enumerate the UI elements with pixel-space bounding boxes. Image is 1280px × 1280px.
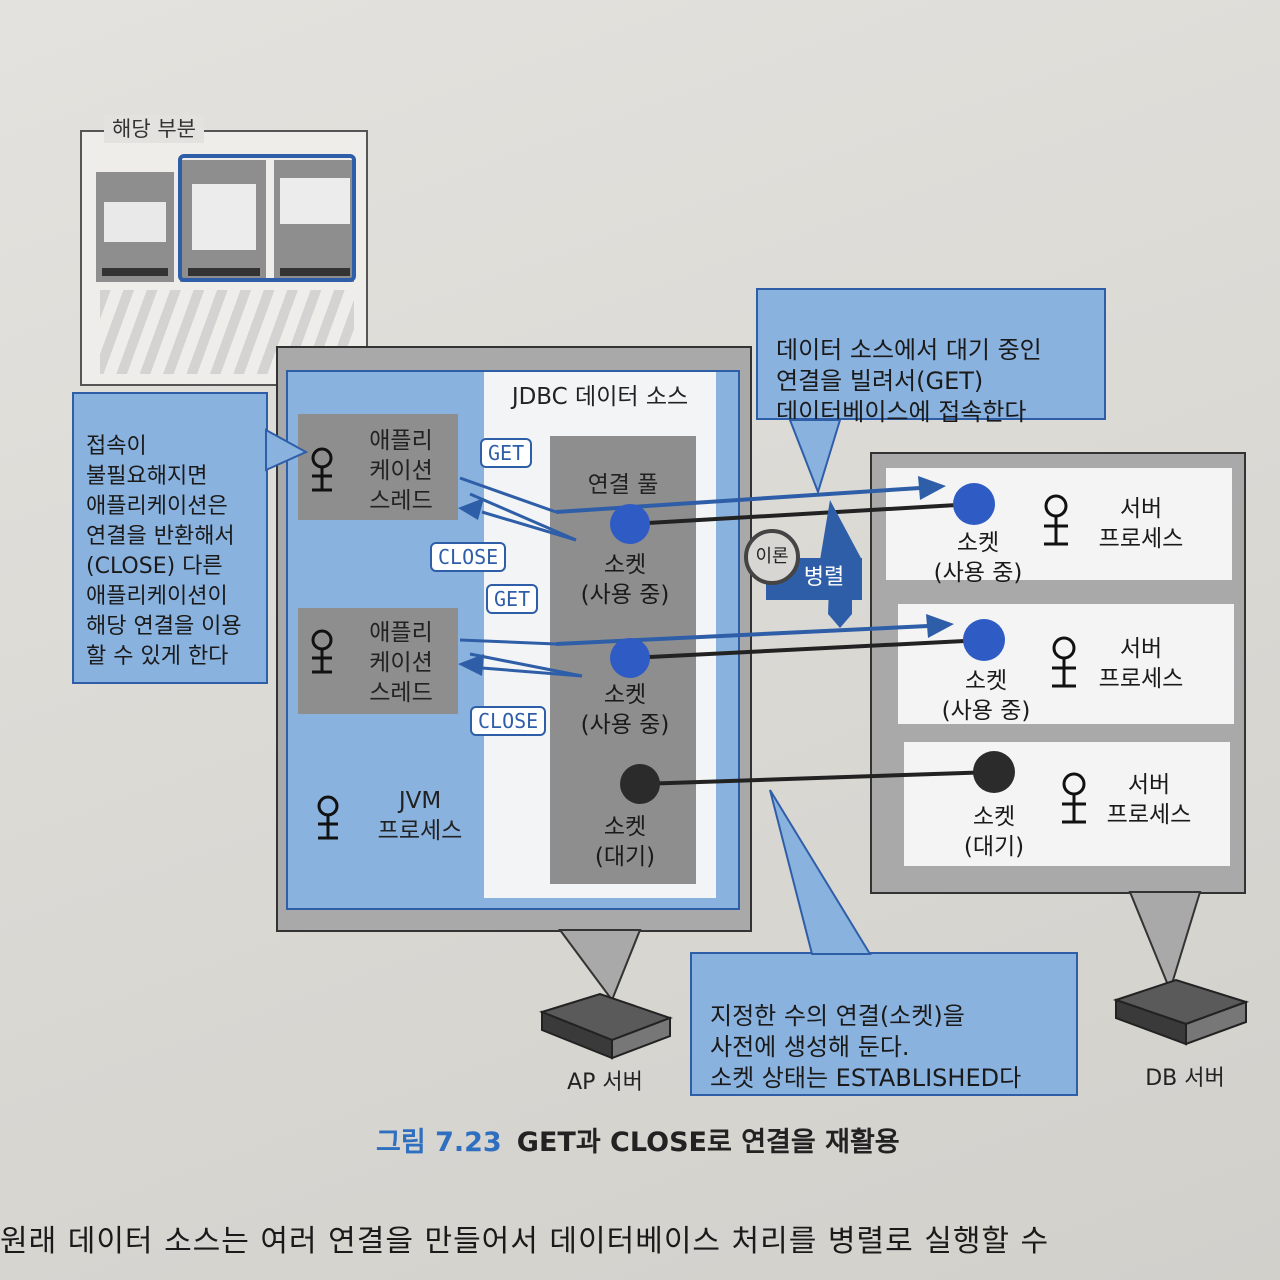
theory-badge: 이론 <box>755 546 789 567</box>
person-icon-db-3 <box>1062 772 1086 824</box>
thumbnail-inner-3 <box>280 178 350 224</box>
db-socket-2-label: 소켓 (사용 중) <box>941 668 1031 724</box>
ap-server-icon <box>539 992 673 1060</box>
db-server-label: DB 서버 <box>1145 1066 1225 1091</box>
close-tag-2: CLOSE <box>470 706 547 736</box>
socket-link-2 <box>629 638 985 660</box>
pool-socket-1 <box>610 504 650 544</box>
person-icon-jvm <box>317 795 339 840</box>
pool-socket-3-label: 소켓 (대기) <box>594 814 656 870</box>
callout-bottom-tail <box>769 789 872 955</box>
caption-text: GET과 CLOSE로 연결을 재활용 <box>516 1127 900 1158</box>
thumbnail-inner-1 <box>104 202 166 242</box>
thumbnail-inner-2 <box>192 184 256 250</box>
thread-pool-arrows-top <box>459 476 577 542</box>
pool-socket-2-label: 소켓 (사용 중) <box>580 682 670 738</box>
thumbnail-highlight <box>178 154 356 282</box>
callout-top: 데이터 소스에서 대기 중인 연결을 빌려서(GET) 데이터베이스에 접속한다 <box>756 288 1106 426</box>
callout-bottom: 지정한 수의 연결(소켓)을 사전에 생성해 둔다. 소켓 상태는 ESTABL… <box>690 952 1078 1096</box>
get-tag-2: GET <box>486 584 539 614</box>
close-tag-1: CLOSE <box>430 542 507 572</box>
pool-socket-3 <box>620 764 660 804</box>
callout-top-text: 데이터 소스에서 대기 중인 연결을 빌려서(GET) 데이터베이스에 접속한다 <box>776 336 1042 426</box>
thumbnail-frame: 해당 부분 <box>80 115 368 386</box>
ap-server-label: AP 서버 <box>567 1070 643 1095</box>
db-server-process-3: 서버 프로세스 <box>1106 772 1192 828</box>
get-arrow-head-1 <box>918 476 946 500</box>
db-server-process-2: 서버 프로세스 <box>1098 636 1184 692</box>
person-icon-db-2 <box>1052 636 1076 688</box>
thumbnail-bar-3 <box>280 268 350 276</box>
close-arrow-head-top <box>458 498 484 520</box>
ap-server-tail <box>558 929 642 1003</box>
get-arrow-head-2 <box>926 614 954 638</box>
get-tag-1: GET <box>480 438 533 468</box>
socket-link-3 <box>639 770 995 786</box>
person-icon-thread-top <box>311 447 333 492</box>
pool-socket-2 <box>610 638 650 678</box>
jdbc-title: JDBC 데이터 소스 <box>511 384 689 410</box>
thumbnail-bar-2 <box>188 268 260 276</box>
socket-link-1 <box>629 502 975 526</box>
thread-pool-arrows-bottom <box>459 638 583 678</box>
theory-badge-ring <box>744 529 800 585</box>
callout-bottom-text: 지정한 수의 연결(소켓)을 사전에 생성해 둔다. 소켓 상태는 ESTABL… <box>710 1002 1022 1092</box>
db-server-tail <box>1128 891 1202 993</box>
get-arrow-line-2 <box>555 624 929 646</box>
db-socket-3 <box>973 751 1015 793</box>
db-socket-2 <box>963 619 1005 661</box>
body-paragraph: 원래 데이터 소스는 여러 연결을 만들어서 데이터베이스 처리를 병렬로 실행… <box>0 1224 1050 1259</box>
callout-top-tail <box>788 419 842 496</box>
parallel-label: 병렬 <box>803 565 845 590</box>
db-server-process-1: 서버 프로세스 <box>1098 496 1184 552</box>
callout-left: 접속이 불필요해지면 애플리케이션은 연결을 반환해서 (CLOSE) 다른 애… <box>72 392 268 684</box>
thumbnail-label: 해당 부분 <box>104 115 204 143</box>
db-server-icon <box>1112 978 1250 1046</box>
db-socket-1-label: 소켓 (사용 중) <box>933 530 1023 586</box>
pool-title: 연결 풀 <box>587 472 659 498</box>
db-socket-1 <box>953 483 995 525</box>
person-icon-db-1 <box>1044 494 1068 546</box>
db-socket-3-label: 소켓 (대기) <box>963 804 1025 860</box>
person-icon-thread-bottom <box>311 629 333 674</box>
figure-caption: 그림 7.23 GET과 CLOSE로 연결을 재활용 <box>376 1120 976 1159</box>
callout-left-text: 접속이 불필요해지면 애플리케이션은 연결을 반환해서 (CLOSE) 다른 애… <box>86 434 242 669</box>
caption-number: 그림 7.23 <box>376 1127 502 1158</box>
thumbnail-bar-1 <box>102 268 168 276</box>
get-arrow-line-1 <box>555 486 921 514</box>
app-thread-bottom-label: 애플리 케이션 스레드 <box>369 620 433 706</box>
app-thread-top-label: 애플리 케이션 스레드 <box>369 428 433 514</box>
close-arrow-head-bottom <box>458 654 484 676</box>
jvm-label: JVM 프로세스 <box>377 788 463 844</box>
app-thread-bottom <box>298 608 458 714</box>
pool-socket-1-label: 소켓 (사용 중) <box>580 552 670 608</box>
callout-left-tail <box>265 428 309 472</box>
